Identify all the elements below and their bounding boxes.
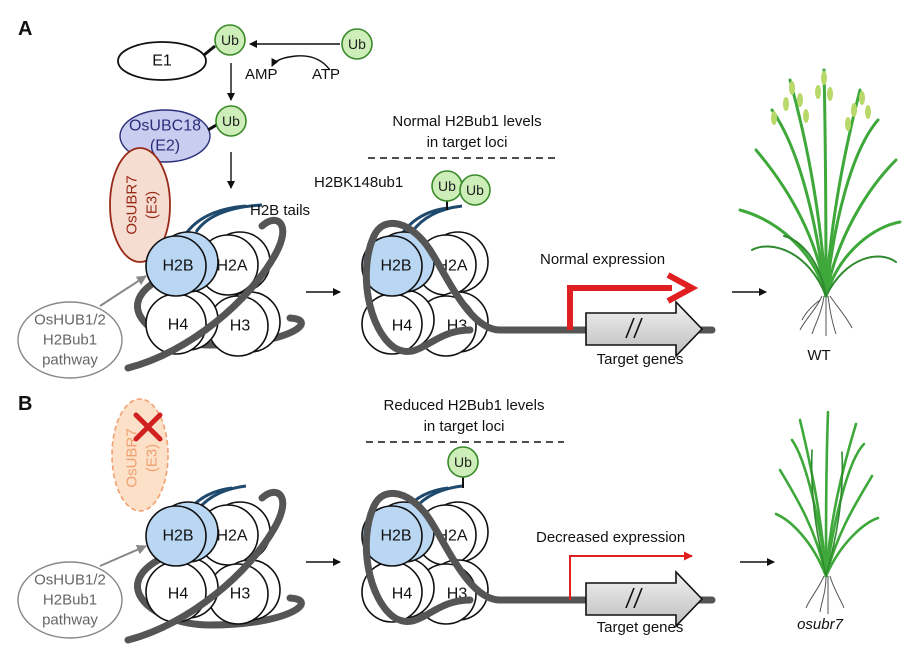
svg-text:pathway: pathway <box>42 612 98 629</box>
svg-text:OsHUB1/2: OsHUB1/2 <box>34 312 106 329</box>
decreased-expression-label: Decreased expression <box>536 529 685 546</box>
mutant-label: osubr7 <box>797 616 844 633</box>
svg-text:H2B: H2B <box>162 258 193 275</box>
nucleosome-b2: H2B H2A H4 H3 <box>361 484 716 626</box>
svg-text:H2B: H2B <box>380 528 411 545</box>
gene-break-a <box>625 317 643 339</box>
target-genes-label-a: Target genes <box>597 351 684 368</box>
e1-ub-bond <box>203 44 216 57</box>
svg-text:H2B: H2B <box>380 258 411 275</box>
target-genes-label-b: Target genes <box>597 619 684 636</box>
panel-label-b: B <box>18 393 32 415</box>
ub-free: Ub <box>341 28 373 60</box>
hub-pathway-b: OsHUB1/2 H2Bub1 pathway <box>17 561 123 639</box>
ub-e2: Ub <box>215 105 247 137</box>
svg-text:H4: H4 <box>392 586 413 603</box>
panel-label-a: A <box>18 18 32 40</box>
svg-text:OsUBR7: OsUBR7 <box>124 428 141 487</box>
ub-e1: Ub <box>214 24 246 56</box>
nucleosome-b1: H2B H2A H4 H3 <box>124 484 305 644</box>
decreased-expression-arrow <box>569 551 693 600</box>
h2bk148ub1-label: H2BK148ub1 <box>314 174 403 191</box>
reduced-levels-subtitle: in target loci <box>424 418 505 435</box>
target-gene-arrow-a <box>585 300 704 358</box>
e1-label: E1 <box>152 53 172 70</box>
svg-text:Ub: Ub <box>438 178 456 194</box>
target-gene-arrow-b <box>585 570 704 628</box>
svg-text:(E3): (E3) <box>144 444 161 472</box>
svg-text:H4: H4 <box>392 318 413 335</box>
svg-text:H4: H4 <box>168 586 189 603</box>
knockout-cross-icon <box>133 412 163 442</box>
normal-expression-arrow <box>567 285 672 330</box>
svg-text:H3: H3 <box>230 586 251 603</box>
amp-label: AMP <box>245 66 278 83</box>
svg-text:H3: H3 <box>230 318 251 335</box>
e3-type: (E3) <box>144 191 161 219</box>
svg-text:H2A: H2A <box>216 258 247 275</box>
nucleosome-a1: H2B H2A H4 H3 <box>124 203 305 372</box>
pathway-arrow-a <box>99 275 147 307</box>
e3-knockout: OsUBR7 (E3) <box>111 398 169 512</box>
ub-chain-a1: Ub <box>431 170 463 202</box>
e2-type: (E2) <box>150 138 180 155</box>
gene-break-b <box>625 587 643 609</box>
e3-name: OsUBR7 <box>124 175 141 234</box>
normal-expression-label: Normal expression <box>540 251 665 268</box>
mutant-plant-image <box>774 410 880 614</box>
svg-text:Ub: Ub <box>454 454 472 470</box>
ub-chain-a2: Ub <box>459 174 491 206</box>
normal-levels-title: Normal H2Bub1 levels <box>392 113 541 130</box>
svg-text:H2Bub1: H2Bub1 <box>43 332 97 349</box>
wt-label: WT <box>807 347 830 364</box>
svg-text:H2A: H2A <box>216 528 247 545</box>
svg-text:H2Bub1: H2Bub1 <box>43 592 97 609</box>
svg-text:pathway: pathway <box>42 352 98 369</box>
e2-name: OsUBC18 <box>129 118 201 135</box>
hub-pathway-a: OsHUB1/2 H2Bub1 pathway <box>17 301 123 379</box>
svg-text:OsHUB1/2: OsHUB1/2 <box>34 572 106 589</box>
normal-levels-subtitle: in target loci <box>427 134 508 151</box>
atp-label: ATP <box>312 66 340 83</box>
e1-enzyme: E1 <box>117 41 207 81</box>
svg-text:Ub: Ub <box>348 36 366 52</box>
h2b-tails-label: H2B tails <box>250 202 310 219</box>
svg-text:Ub: Ub <box>466 182 484 198</box>
svg-text:H2B: H2B <box>162 528 193 545</box>
svg-text:H4: H4 <box>168 317 189 334</box>
atp-amp-arrow <box>271 55 331 71</box>
svg-text:Ub: Ub <box>222 113 240 129</box>
wt-plant-image <box>738 68 902 336</box>
svg-text:Ub: Ub <box>221 32 239 48</box>
reduced-levels-title: Reduced H2Bub1 levels <box>384 397 545 414</box>
nucleosome-a2: H2B H2A H4 H3 <box>361 204 716 357</box>
ub-b: Ub <box>447 446 479 478</box>
pathway-arrow-b <box>99 545 147 567</box>
e3-enzyme: OsUBR7 (E3) <box>109 147 171 263</box>
